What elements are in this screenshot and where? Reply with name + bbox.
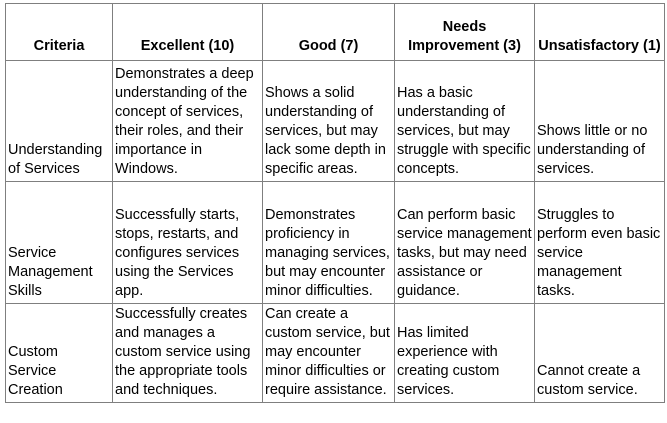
unsatisfactory-cell: Shows little or no understanding of serv… <box>534 60 665 182</box>
header-excellent: Excellent (10) <box>112 3 263 61</box>
unsatisfactory-cell: Cannot create a custom service. <box>534 303 665 403</box>
header-needs-improvement: Needs Improvement (3) <box>394 3 535 61</box>
needs-improvement-cell: Has a basic understanding of services, b… <box>394 60 535 182</box>
criteria-cell: Custom Service Creation <box>5 303 113 403</box>
good-cell: Can create a custom service, but may enc… <box>262 303 395 403</box>
needs-improvement-cell: Can perform basic service management tas… <box>394 181 535 304</box>
unsatisfactory-cell: Struggles to perform even basic service … <box>534 181 665 304</box>
excellent-cell: Demonstrates a deep understanding of the… <box>112 60 263 182</box>
header-row: Criteria Excellent (10) Good (7) Needs I… <box>5 3 665 61</box>
table-row: Understanding of Services Demonstrates a… <box>5 60 665 182</box>
excellent-cell: Successfully starts, stops, restarts, an… <box>112 181 263 304</box>
table-row: Custom Service Creation Successfully cre… <box>5 303 665 403</box>
criteria-cell: Understanding of Services <box>5 60 113 182</box>
table-row: Service Management Skills Successfully s… <box>5 181 665 304</box>
header-good: Good (7) <box>262 3 395 61</box>
good-cell: Demonstrates proficiency in managing ser… <box>262 181 395 304</box>
needs-improvement-cell: Has limited experience with creating cus… <box>394 303 535 403</box>
excellent-cell: Successfully creates and manages a custo… <box>112 303 263 403</box>
header-unsatisfactory: Unsatisfactory (1) <box>534 3 665 61</box>
rubric-table: Criteria Excellent (10) Good (7) Needs I… <box>5 3 665 403</box>
header-criteria: Criteria <box>5 3 113 61</box>
criteria-cell: Service Management Skills <box>5 181 113 304</box>
good-cell: Shows a solid understanding of services,… <box>262 60 395 182</box>
